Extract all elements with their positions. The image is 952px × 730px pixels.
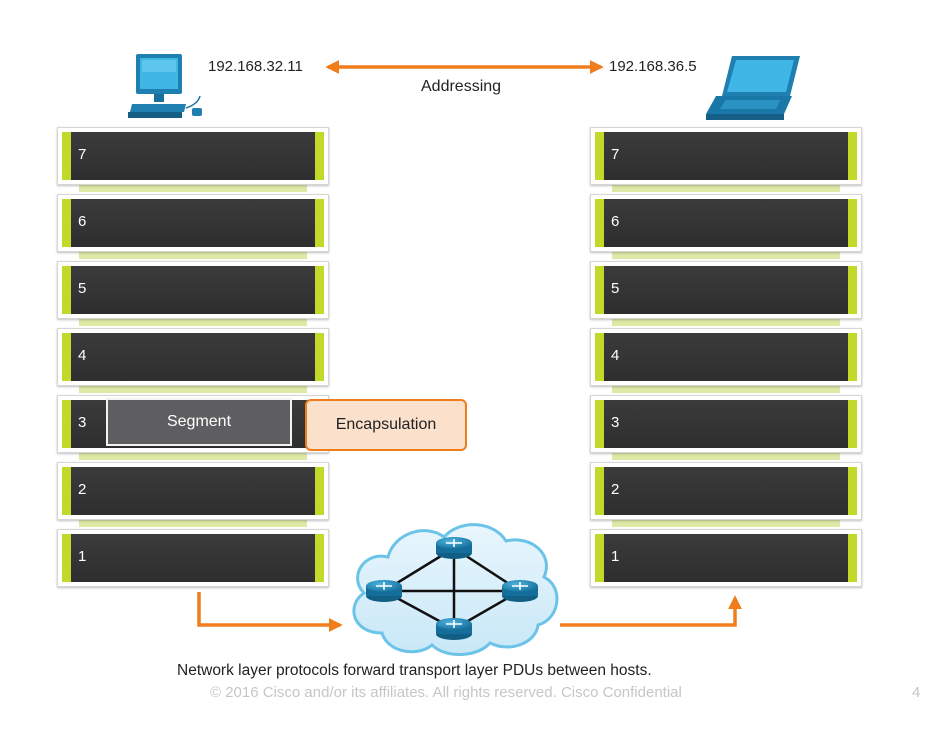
router-right — [502, 580, 538, 602]
left-layer-1: 1 — [57, 529, 329, 587]
encapsulation-callout: Encapsulation — [305, 399, 467, 451]
diagram-caption: Network layer protocols forward transpor… — [177, 662, 652, 679]
layer-number: 5 — [78, 280, 87, 297]
layer-number: 6 — [611, 213, 620, 230]
left-layer-3: 3 Segment — [57, 395, 329, 453]
left-layer-7: 7 — [57, 127, 329, 185]
layer-number: 4 — [611, 347, 620, 364]
layer-number: 2 — [78, 481, 87, 498]
layer-number: 3 — [611, 414, 620, 431]
right-layer-6: 6 — [590, 194, 862, 252]
segment-pdu: Segment — [106, 398, 292, 446]
layer-number: 1 — [78, 548, 87, 565]
left-layer-5: 5 — [57, 261, 329, 319]
layer-number: 7 — [611, 146, 620, 163]
right-layer-4: 4 — [590, 328, 862, 386]
right-osi-stack: 7 6 5 4 3 2 1 — [590, 127, 862, 592]
right-host-ip: 192.168.36.5 — [609, 58, 697, 75]
layer-number: 1 — [611, 548, 620, 565]
right-layer-3: 3 — [590, 395, 862, 453]
right-layer-7: 7 — [590, 127, 862, 185]
right-layer-2: 2 — [590, 462, 862, 520]
left-layer-2: 2 — [57, 462, 329, 520]
layer-number: 6 — [78, 213, 87, 230]
left-layer-6: 6 — [57, 194, 329, 252]
layer-number: 4 — [78, 347, 87, 364]
left-osi-stack: 7 6 5 4 3 Segment 2 1 — [57, 127, 329, 592]
layer-number: 5 — [611, 280, 620, 297]
path-arrow-left — [197, 592, 343, 632]
layer-number: 3 — [78, 414, 87, 431]
left-host-ip: 192.168.32.11 — [208, 58, 303, 75]
router-cloud-icon — [352, 523, 559, 657]
left-layer-4: 4 — [57, 328, 329, 386]
addressing-label: Addressing — [421, 78, 502, 95]
layer-number: 7 — [78, 146, 87, 163]
router-top — [436, 537, 472, 559]
router-bottom — [436, 618, 472, 640]
footer-copyright: © 2016 Cisco and/or its affiliates. All … — [210, 684, 682, 701]
right-layer-5: 5 — [590, 261, 862, 319]
desktop-computer-icon — [128, 54, 202, 118]
right-layer-1: 1 — [590, 529, 862, 587]
page-number: 4 — [912, 684, 921, 701]
router-left — [366, 580, 402, 602]
path-arrow-right — [560, 595, 742, 627]
layer-number: 2 — [611, 481, 620, 498]
laptop-icon — [706, 56, 800, 120]
